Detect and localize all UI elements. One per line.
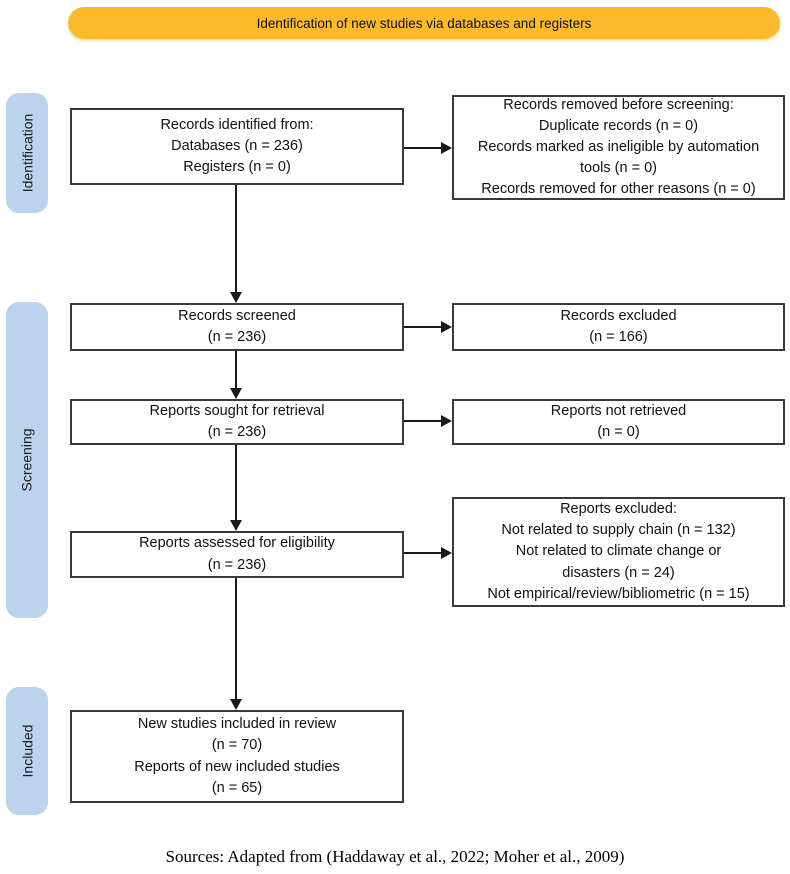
stage-label-text: Screening	[19, 428, 36, 492]
box-line: Databases (n = 236)	[171, 137, 303, 154]
box-records-removed: Records removed before screening: Duplic…	[452, 95, 785, 200]
arrow-right-assessed-to-reports-excluded	[404, 547, 452, 559]
box-new-studies-included: New studies included in review (n = 70) …	[70, 710, 404, 803]
box-line: Reports sought for retrieval	[149, 402, 325, 419]
arrow-right-identified-to-removed	[404, 142, 452, 154]
box-line: (n = 0)	[597, 424, 640, 440]
box-records-screened: Records screened (n = 236)	[70, 303, 404, 351]
banner-label: Identification of new studies via databa…	[256, 15, 592, 31]
arrow-down-identified-to-screened	[230, 185, 242, 303]
box-line: (n = 236)	[207, 424, 267, 440]
box-line: (n = 236)	[207, 329, 267, 345]
box-line: Reports of new included studies	[134, 758, 340, 775]
sources-caption: Sources: Adapted from (Haddaway et al., …	[165, 847, 625, 866]
box-line: Records excluded	[560, 307, 677, 324]
box-line: (n = 65)	[211, 779, 263, 796]
stage-label-screening: Screening	[6, 302, 48, 618]
arrow-down-assessed-to-included	[230, 578, 242, 710]
box-line: disasters (n = 24)	[562, 564, 675, 581]
box-reports-sought: Reports sought for retrieval (n = 236)	[70, 399, 404, 445]
stage-label-identification: Identification	[6, 93, 48, 213]
arrow-down-sought-to-assessed	[230, 445, 242, 531]
box-line: (n = 236)	[207, 556, 267, 573]
box-line: Records marked as ineligible by automati…	[477, 139, 760, 155]
box-line: Reports excluded:	[560, 501, 677, 518]
box-records-excluded: Records excluded (n = 166)	[452, 303, 785, 351]
box-line: Not empirical/review/bibliometric (n = 1…	[487, 585, 750, 602]
box-line: (n = 70)	[211, 737, 263, 754]
arrow-down-screened-to-sought	[230, 351, 242, 399]
banner-identification-via-databases: Identification of new studies via databa…	[68, 7, 780, 39]
arrow-right-sought-to-not-retrieved	[404, 415, 452, 427]
box-line: Reports assessed for eligibility	[139, 535, 335, 552]
box-line: New studies included in review	[137, 716, 337, 733]
box-reports-excluded: Reports excluded: Not related to supply …	[452, 497, 785, 607]
box-line: Records identified from:	[160, 116, 314, 133]
stage-label-included: Included	[6, 687, 48, 815]
box-line: Records removed before screening:	[503, 96, 734, 113]
box-reports-assessed: Reports assessed for eligibility (n = 23…	[70, 531, 404, 578]
box-line: Records screened	[178, 307, 296, 324]
stage-label-text: Included	[19, 724, 35, 778]
box-line: Records removed for other reasons (n = 0…	[481, 181, 756, 198]
stage-label-text: Identification	[19, 113, 36, 193]
box-line: Duplicate records (n = 0)	[538, 117, 699, 134]
box-line: Not related to supply chain (n = 132)	[501, 522, 736, 539]
arrow-right-screened-to-excluded	[404, 321, 452, 333]
box-line: Reports not retrieved	[550, 402, 687, 419]
box-line: tools (n = 0)	[580, 160, 657, 177]
box-line: (n = 166)	[589, 329, 648, 345]
box-reports-not-retrieved: Reports not retrieved (n = 0)	[452, 399, 785, 445]
box-line: Not related to climate change or	[515, 543, 722, 560]
box-records-identified: Records identified from: Databases (n = …	[70, 108, 404, 185]
box-line: Registers (n = 0)	[183, 159, 291, 175]
